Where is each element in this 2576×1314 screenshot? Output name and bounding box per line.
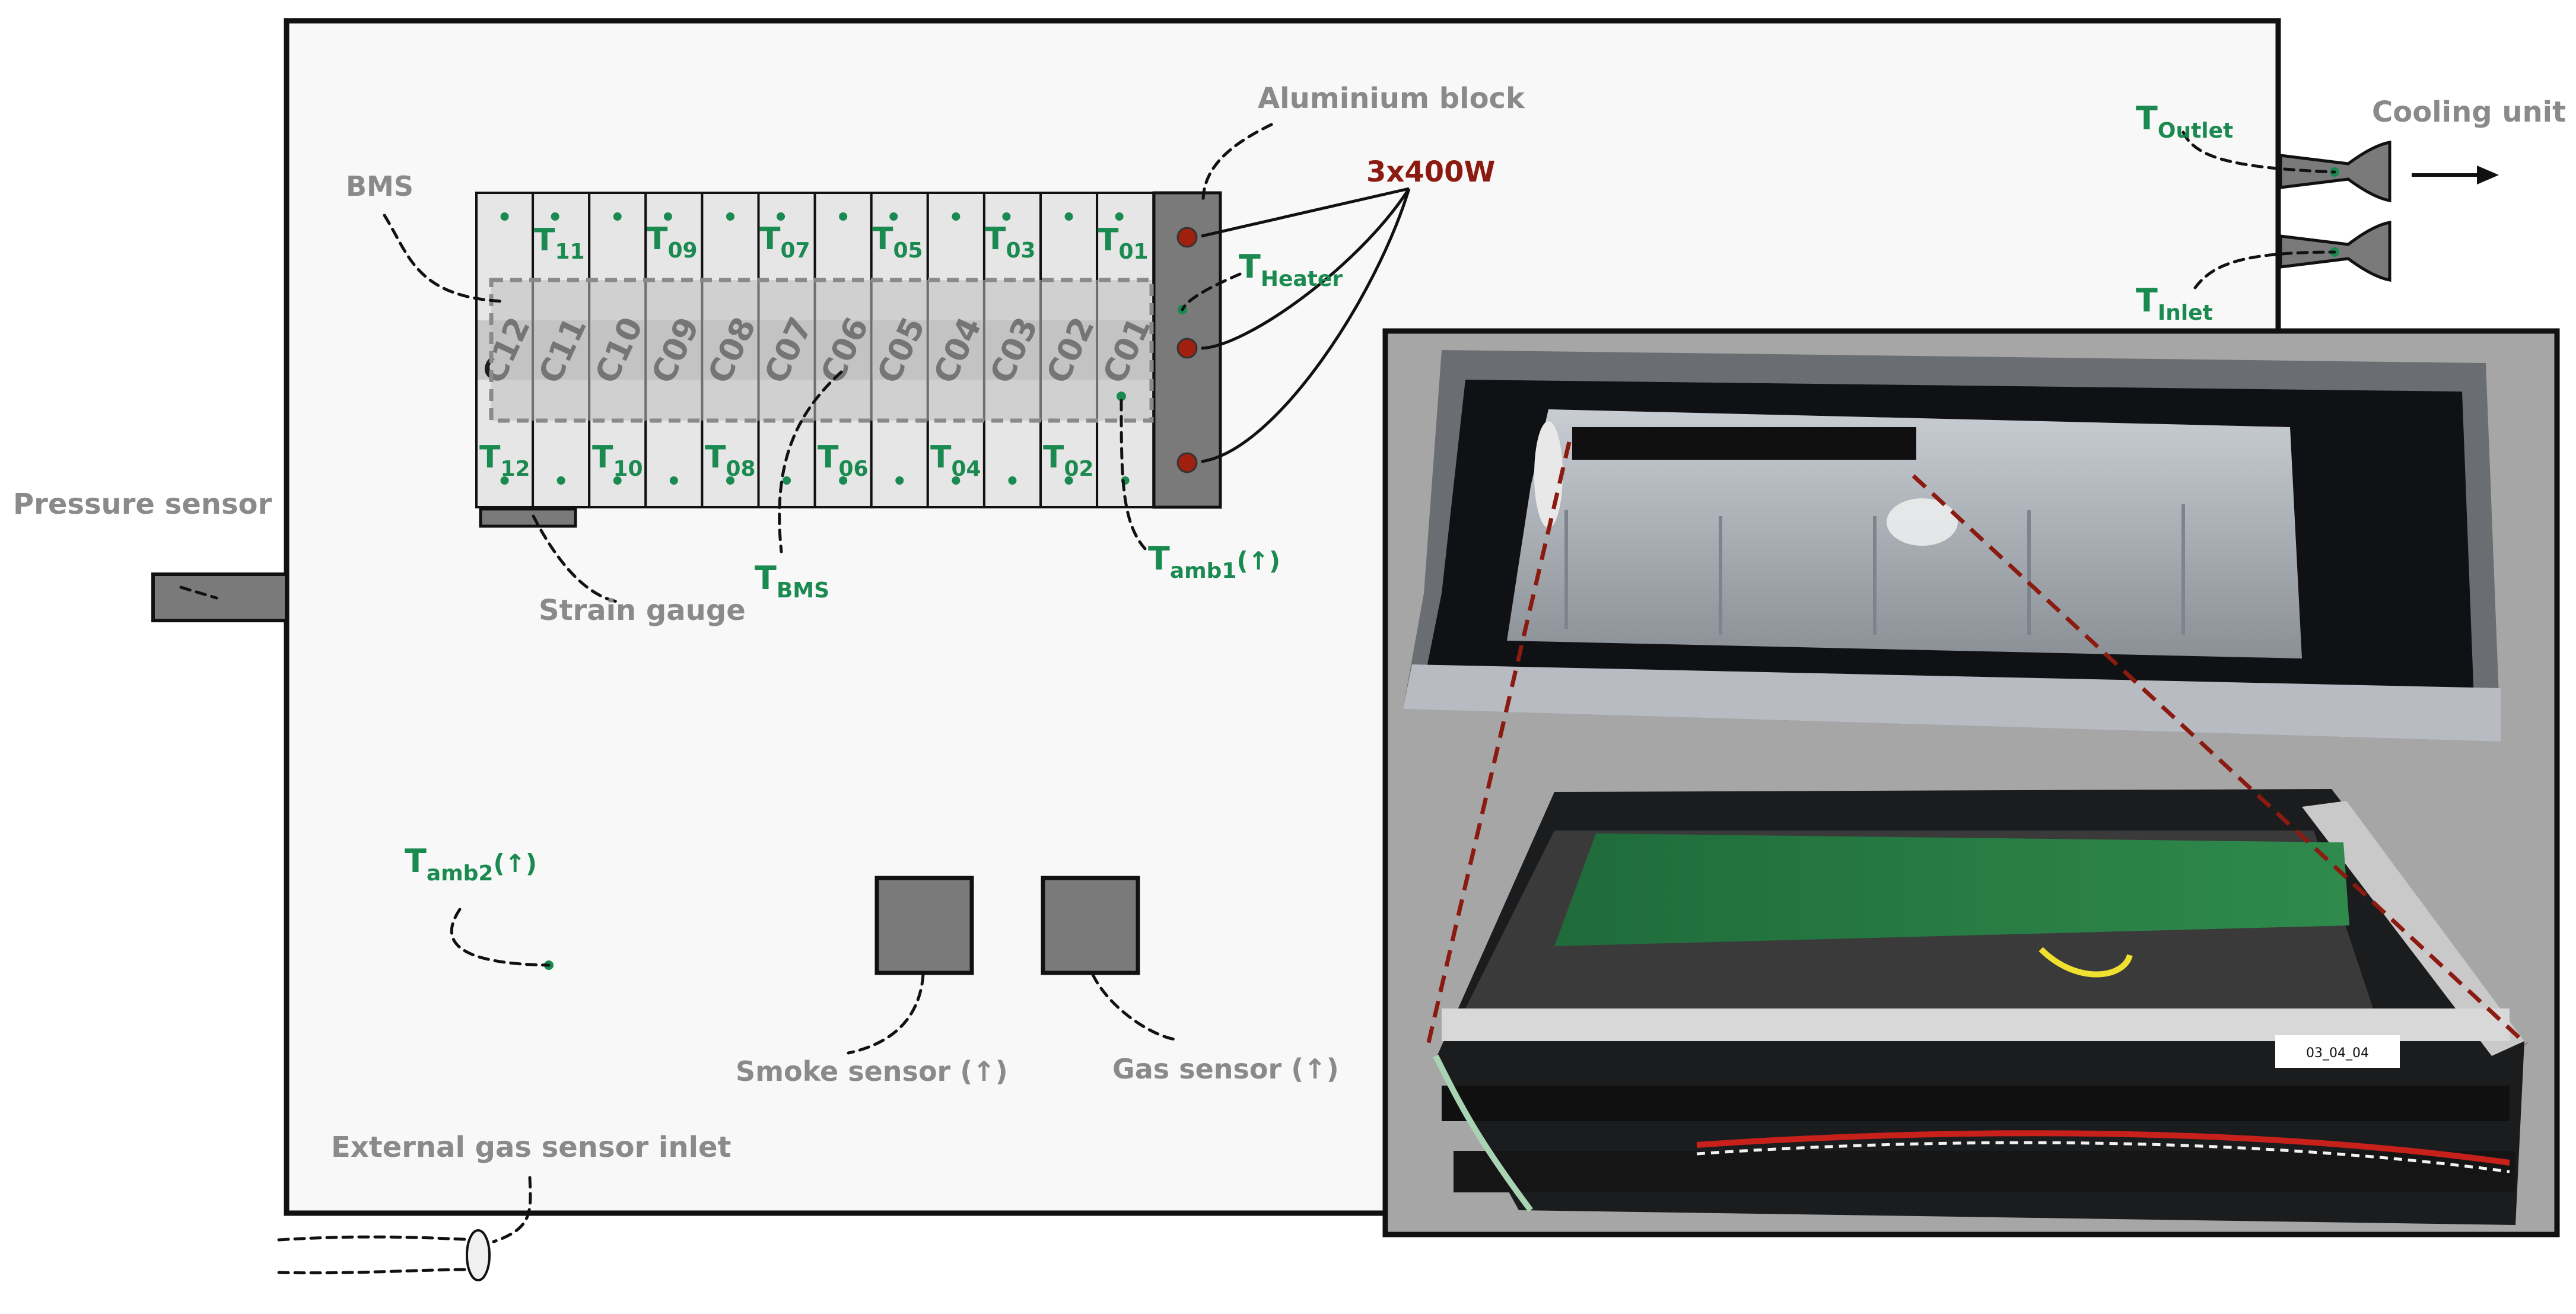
t-heater-label: THeater <box>1239 248 1343 291</box>
cell-sensor-dot <box>726 212 734 221</box>
t-amb1-label: Tamb1(↑) <box>1148 540 1280 583</box>
cell-sensor-dot <box>839 476 848 485</box>
cell-sensor-dot <box>1008 476 1017 485</box>
t08-label: T08 <box>705 440 756 481</box>
heater-power-label: 3x400W <box>1366 155 1496 189</box>
cell-sensor-dot <box>895 476 904 485</box>
t02-label: T02 <box>1043 440 1094 481</box>
cell-sensor-dot <box>1064 476 1073 485</box>
cell-sensor-dot <box>783 476 791 485</box>
cell-sensor-dot <box>889 212 898 221</box>
cell-sensor-dot <box>777 212 785 221</box>
photo-housing <box>1403 350 2501 742</box>
cell-sensor-dot <box>952 476 961 485</box>
cell-sensor-dot <box>556 476 565 485</box>
strain-gauge <box>479 507 577 528</box>
t04-label: T04 <box>930 440 981 481</box>
pressure-sensor-label: Pressure sensor <box>13 488 272 521</box>
photo-inset: 03_04_04 <box>1382 328 2560 1237</box>
cell-sensor-dot <box>1115 212 1124 221</box>
t-amb2-label: Tamb2(↑) <box>405 842 537 886</box>
heater-dots <box>1176 227 1198 473</box>
cell-sensor-dot <box>613 476 622 485</box>
gas-sensor-label: Gas sensor (↑) <box>1112 1053 1339 1085</box>
t-bms-label: TBMS <box>755 559 829 603</box>
cooling-unit-nozzles <box>2279 141 2499 282</box>
heater-2 <box>1176 338 1198 359</box>
gas-sensor <box>1041 876 1140 975</box>
cell-sensor-dot <box>726 476 734 485</box>
t05-label: T05 <box>872 221 923 263</box>
cell-sensor-dot <box>1002 212 1011 221</box>
cell-sensor-dot <box>500 476 509 485</box>
t09-label: T09 <box>647 221 698 263</box>
cell-sensor-dot <box>613 212 622 221</box>
t03-label: T03 <box>985 221 1036 263</box>
heater-3 <box>1176 452 1198 473</box>
t01-label: T01 <box>1098 222 1149 264</box>
t12-label: T12 <box>479 440 530 481</box>
t-inlet-label: TInlet <box>2136 282 2213 325</box>
cell-sensor-dot <box>551 212 559 221</box>
cooling-flow-arrowhead <box>2477 166 2499 184</box>
cooling-unit-label: Cooling unit <box>2372 96 2566 129</box>
leader-lines <box>179 123 2336 1243</box>
photo-module: 03_04_04 <box>1433 789 2524 1225</box>
cell-sensor-dot <box>839 212 848 221</box>
cell-sensor-dot <box>1064 212 1073 221</box>
external-gas-inlet-label: External gas sensor inlet <box>331 1131 731 1164</box>
zoom-line-right <box>1912 474 2528 1046</box>
t07-label: T07 <box>759 221 810 263</box>
temperature-labels: THeater TOutlet TInlet TBMS Tamb1(↑) Tam… <box>405 100 2233 886</box>
t06-label: T06 <box>818 440 869 481</box>
cell-sensor-dot <box>500 212 509 221</box>
inlet-tube-end <box>466 1229 491 1281</box>
photo-tag <box>2275 1035 2400 1068</box>
external-gas-inlet-tube <box>277 1229 491 1281</box>
strain-gauge-label: Strain gauge <box>539 594 746 627</box>
pressure-sensor-port <box>151 572 288 622</box>
t-outlet-label: TOutlet <box>2136 100 2233 143</box>
smoke-sensor-label: Smoke sensor (↑) <box>736 1055 1008 1087</box>
bms-label: BMS <box>346 170 414 202</box>
aluminium-block-label: Aluminium block <box>1258 82 1525 115</box>
t10-label: T10 <box>592 440 643 481</box>
bms-board <box>489 278 1154 423</box>
photo-tag-text: 03_04_04 <box>2306 1046 2369 1061</box>
cell-sensor-dot <box>669 476 678 485</box>
sensor-dot-amb1 <box>1117 392 1126 401</box>
heater-1 <box>1176 227 1198 248</box>
cell-sensor-dot <box>663 212 672 221</box>
cell-sensor-dot <box>952 212 961 221</box>
smoke-sensor <box>874 876 974 975</box>
t11-label: T11 <box>534 222 585 264</box>
